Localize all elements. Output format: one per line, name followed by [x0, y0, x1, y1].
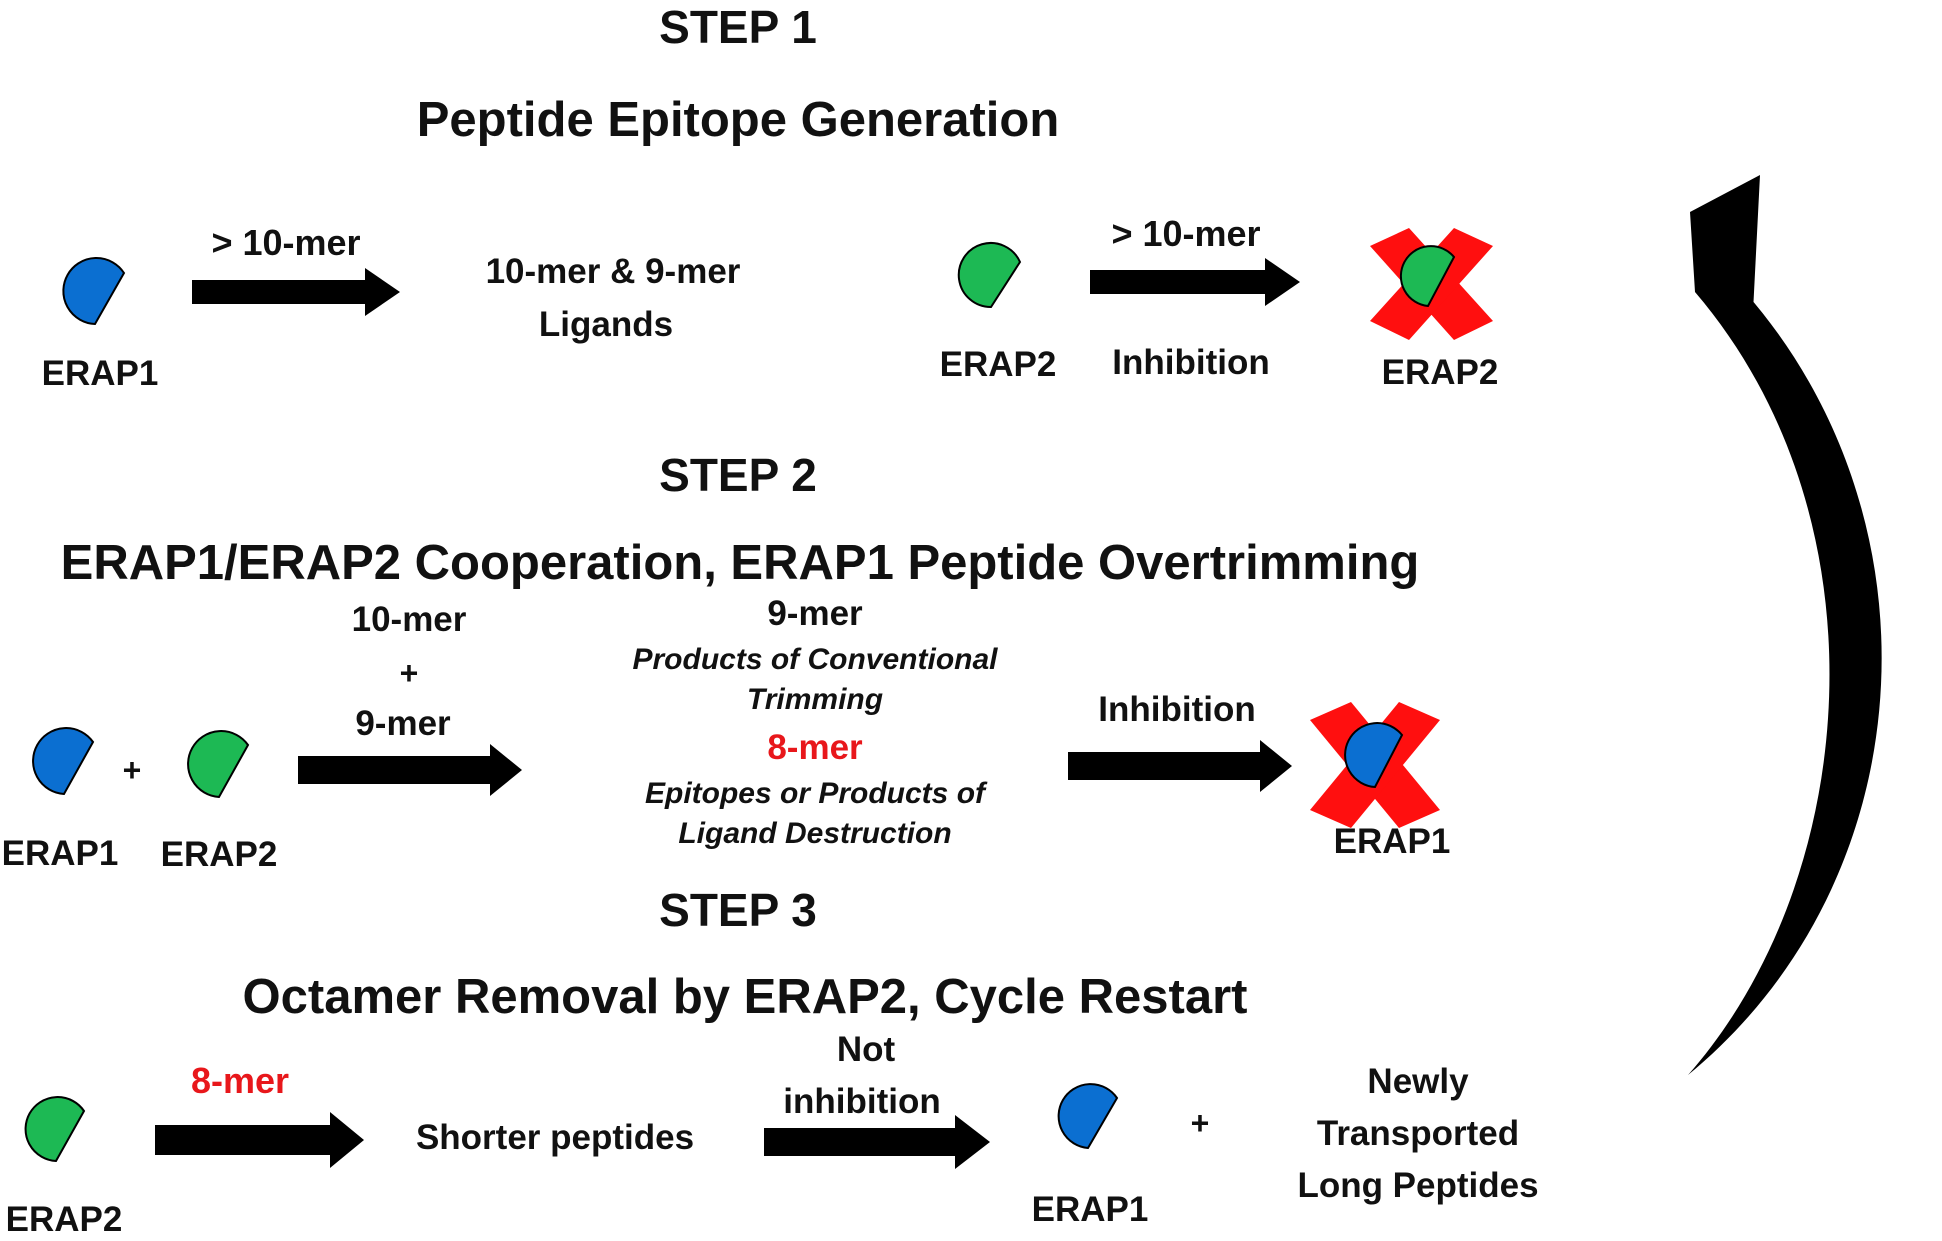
- step3-title: STEP 3: [659, 884, 817, 936]
- step3-not-inhibition-line2: inhibition: [783, 1082, 941, 1121]
- step2-product-9mer: 9-mer: [767, 594, 863, 633]
- step3-new-line1: Newly: [1367, 1062, 1469, 1101]
- erap1-enzyme-icon: [62, 257, 126, 326]
- step1-arrow2-label: > 10-mer: [1111, 213, 1261, 254]
- step3-heading: Octamer Removal by ERAP2, Cycle Restart: [242, 970, 1248, 1024]
- step2-heading: ERAP1/ERAP2 Cooperation, ERAP1 Peptide O…: [60, 536, 1420, 590]
- step1-heading: Peptide Epitope Generation: [416, 93, 1060, 147]
- step3-plus: +: [1190, 1105, 1210, 1141]
- step3-product: Shorter peptides: [415, 1118, 695, 1157]
- step3-erap1-label: ERAP1: [1031, 1190, 1149, 1229]
- step1-erap2-label: ERAP2: [939, 345, 1057, 384]
- step3-new-line3: Long Peptides: [1297, 1166, 1539, 1205]
- step1-title: STEP 1: [659, 1, 817, 53]
- step2-inhibition-label: Inhibition: [1098, 690, 1256, 729]
- step3-erap2-label: ERAP2: [5, 1200, 123, 1239]
- step2-input-plus: +: [399, 655, 419, 691]
- step1-arrow1-label: > 10-mer: [211, 222, 361, 263]
- erap2-inhibited-icon: [1399, 245, 1456, 308]
- step3-not-inhibition-line1: Not: [836, 1030, 896, 1069]
- step2-plus: +: [122, 752, 142, 788]
- erap1-inhibited-icon: [1344, 722, 1404, 789]
- erap2-enzyme-icon-step3: [24, 1096, 86, 1163]
- step2-input-line1: 10-mer: [351, 600, 467, 639]
- erap2-enzyme-icon-step2: [187, 730, 250, 799]
- arrow-s2-a: [298, 744, 522, 796]
- step3-new-line2: Transported: [1316, 1114, 1520, 1153]
- step2-product-8mer-desc: Epitopes or Products of Ligand Destructi…: [644, 777, 986, 850]
- step2-erap2-label: ERAP2: [160, 835, 278, 874]
- step2-product-8mer: 8-mer: [767, 728, 863, 767]
- cycle-restart-arrow: [1688, 175, 1882, 1075]
- step1-inhibited-label: ERAP2: [1381, 353, 1499, 392]
- step2-title: STEP 2: [659, 449, 817, 501]
- erap1-enzyme-icon-step3: [1057, 1083, 1119, 1150]
- step1-product-line1: 10-mer & 9-mer: [485, 252, 741, 291]
- step1-inhibition-label: Inhibition: [1112, 343, 1270, 382]
- erap1-enzyme-icon-step2: [32, 727, 95, 796]
- step2-input-line2: 9-mer: [355, 704, 451, 743]
- arrow-s1-b: [1090, 258, 1300, 306]
- step1-erap1-label: ERAP1: [41, 354, 159, 393]
- arrow-s2-b: [1068, 740, 1292, 792]
- erap2-enzyme-icon: [957, 242, 1022, 309]
- step2-inhibited-label: ERAP1: [1333, 822, 1451, 861]
- step2-product-9mer-desc: Products of Conventional Trimming: [632, 643, 998, 716]
- arrow-s1-a: [192, 268, 400, 316]
- step2-erap1-label: ERAP1: [1, 834, 119, 873]
- step1-product-line2: Ligands: [538, 305, 674, 344]
- arrow-s3-b: [764, 1115, 990, 1169]
- step3-arrow1-label: 8-mer: [190, 1060, 290, 1101]
- arrow-s3-a: [155, 1112, 364, 1168]
